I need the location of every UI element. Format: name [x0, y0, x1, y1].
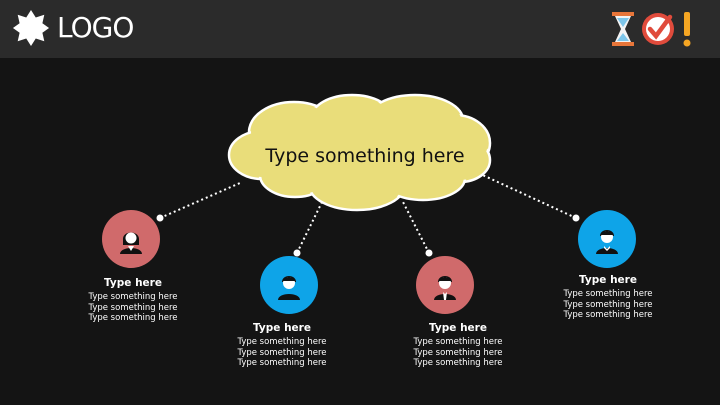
- node-line: Type something here: [563, 289, 653, 299]
- male-tie-user-icon: [596, 230, 618, 254]
- male-user-icon: [278, 276, 300, 300]
- connector-lines: [159, 171, 577, 254]
- cloud-text: Type something here: [265, 145, 465, 167]
- node-2-label: Type here Type something here Type somet…: [202, 321, 362, 369]
- header-bar: LOGO: [0, 0, 720, 58]
- female-user-icon: [120, 232, 142, 254]
- node-line: Type something here: [237, 347, 327, 358]
- node-line: Type something here: [88, 302, 178, 313]
- node-title: Type here: [104, 277, 162, 289]
- header-icons: [612, 12, 691, 47]
- connector-dots: [156, 214, 580, 257]
- node-line: Type something here: [237, 337, 327, 347]
- connector-line: [401, 199, 430, 254]
- hourglass-icon: [612, 12, 634, 46]
- node-1-label: Type here Type something here Type somet…: [53, 276, 213, 324]
- node-line: Type something here: [413, 358, 503, 368]
- thought-cloud-fill: [231, 97, 488, 208]
- exclamation-icon: [683, 12, 691, 47]
- node-line: Type something here: [237, 358, 327, 368]
- avatar-node-4: [578, 210, 636, 268]
- node-line: Type something here: [88, 292, 178, 302]
- check-circle-icon: [642, 13, 674, 45]
- node-line: Type something here: [413, 347, 503, 358]
- node-title: Type here: [429, 322, 487, 334]
- connector-line: [475, 171, 577, 219]
- avatar-node-2: [260, 256, 318, 314]
- connector-line: [159, 182, 241, 219]
- logo-text: LOGO: [57, 11, 134, 44]
- avatar-node-3: [416, 256, 474, 314]
- avatar-node-1: [102, 210, 160, 268]
- node-line: Type something here: [563, 310, 653, 320]
- male-suit-user-icon: [434, 276, 456, 300]
- node-title: Type here: [579, 274, 637, 286]
- node-4-label: Type here Type something here Type somet…: [528, 273, 688, 321]
- node-line: Type something here: [88, 313, 178, 323]
- node-title: Type here: [253, 322, 311, 334]
- node-line: Type something here: [563, 299, 653, 310]
- node-line: Type something here: [413, 337, 503, 347]
- connector-line: [296, 199, 324, 254]
- node-3-label: Type here Type something here Type somet…: [378, 321, 538, 369]
- star-burst-icon: [12, 9, 50, 47]
